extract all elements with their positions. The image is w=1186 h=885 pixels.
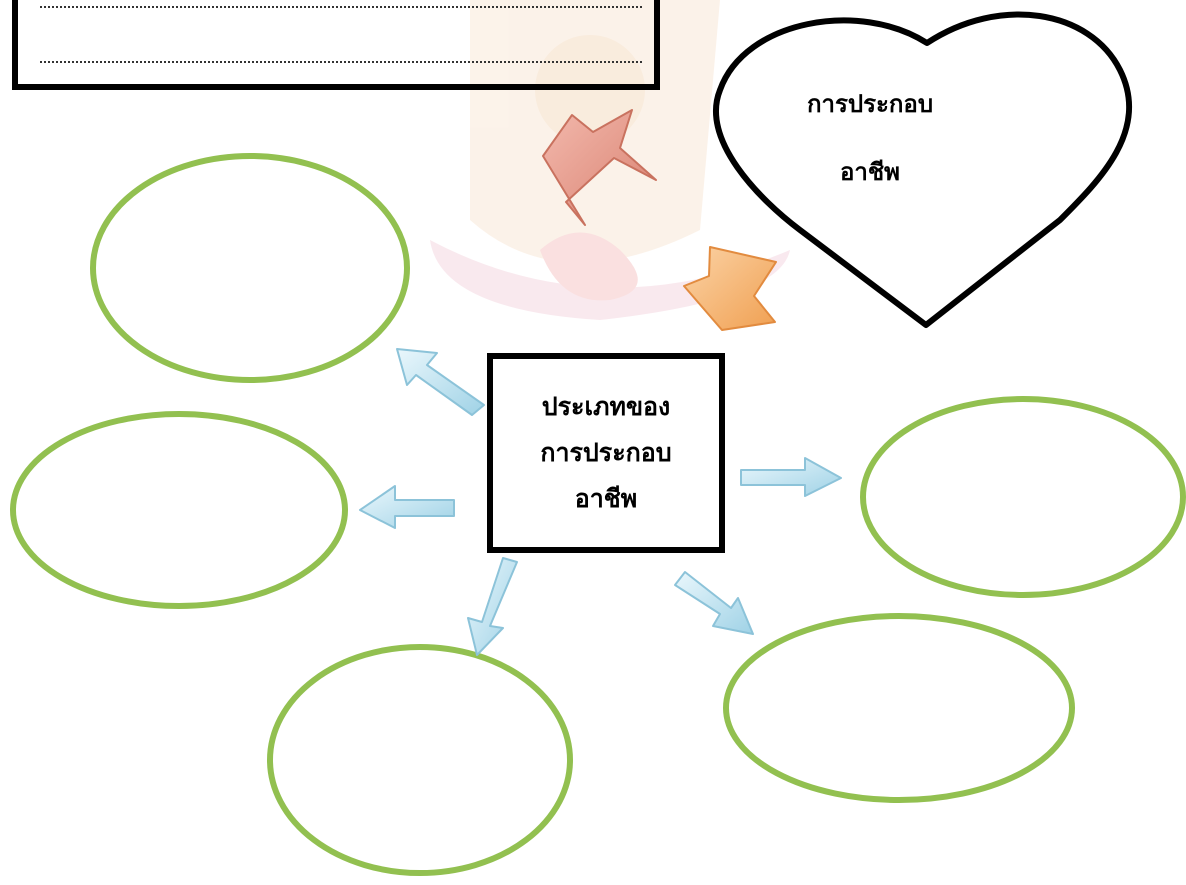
center-topic-box: ประเภทของ การประกอบ อาชีพ (487, 353, 725, 553)
answer-lines-box (12, 0, 660, 90)
answer-ellipse-bottom-right (723, 613, 1075, 803)
arrow-to-bottom-right (674, 571, 754, 635)
arrow-to-top-left (396, 348, 485, 416)
center-topic-line-3: อาชีพ (574, 484, 638, 513)
center-topic-line-2: การประกอบ (540, 438, 672, 467)
answer-ellipse-bottom-left (267, 644, 573, 876)
arrow-to-mid-left (359, 485, 455, 529)
heart-label: การประกอบ อาชีพ (770, 70, 970, 206)
heart-shape (713, 11, 1133, 328)
heart-label-line-1: การประกอบ (806, 90, 934, 118)
answer-line-1[interactable] (40, 6, 642, 8)
center-topic-line-1: ประเภทของ (541, 392, 671, 421)
answer-ellipse-mid-right (860, 396, 1186, 598)
answer-ellipse-mid-left (10, 411, 348, 609)
arrow-to-mid-right (740, 457, 842, 497)
answer-line-2[interactable] (40, 61, 642, 63)
arrow-to-bottom-left (467, 557, 518, 656)
heart-label-line-2: อาชีพ (840, 158, 900, 186)
red-arrow (542, 109, 657, 226)
orange-arrow (683, 246, 777, 331)
answer-ellipse-top-left (90, 153, 410, 383)
